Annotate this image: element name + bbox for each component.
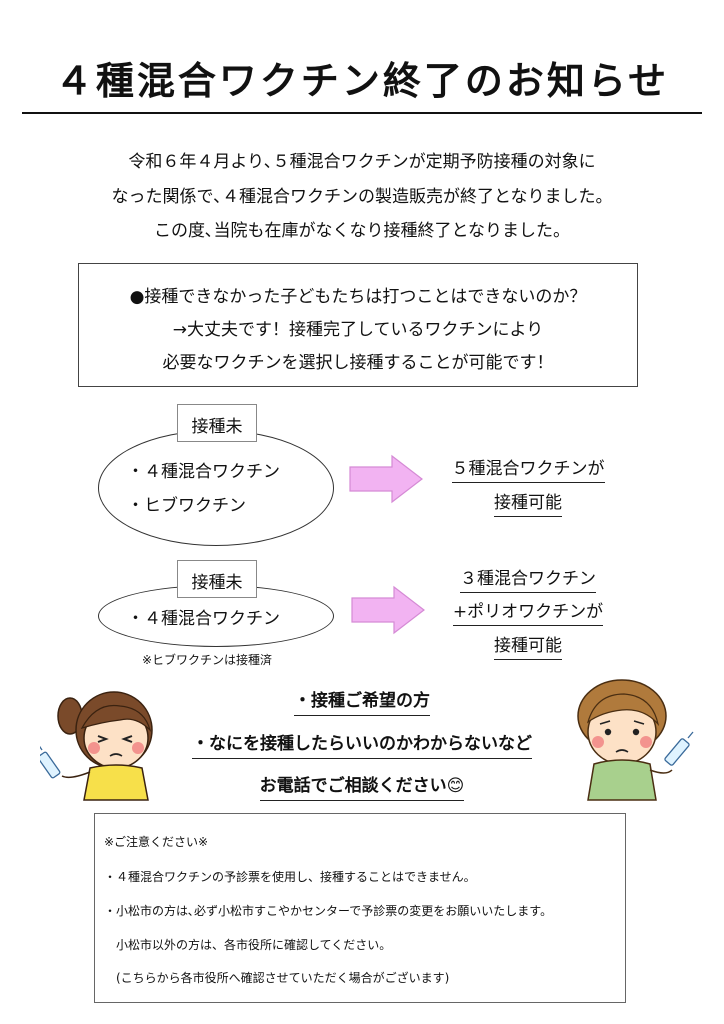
answer-line-2: 必要なワクチンを選択し接種することが可能です！ [162, 353, 554, 373]
caution-box [94, 813, 626, 1003]
case1-arrow-icon [349, 454, 423, 504]
case2-item-1: ・４種混合ワクチン [127, 609, 280, 629]
title-underline [22, 112, 702, 114]
question-box [78, 263, 638, 387]
girl-illustration-icon [40, 691, 153, 801]
case2-note: ※ヒブワクチンは接種済 [142, 653, 273, 667]
question-text: ●接種できなかった子どもたちは打つことはできないのか？ [129, 287, 587, 307]
intro-line-1: 令和６年４月より､５種混合ワクチンが定期予防接種の対象に [128, 152, 596, 172]
case1-item-1: ・４種混合ワクチン [127, 462, 280, 482]
contact-line-1: ・接種ご希望の方 [170, 686, 554, 716]
caution-line-3: 小松市以外の方は、各市役所に確認してください。 [116, 938, 392, 952]
caution-line-2: ・小松市の方は､必ず小松市すこやかセンターで予診票の変更をお願いいたします。 [104, 904, 553, 918]
case1-oval [98, 430, 334, 546]
case1-tag: 接種未 [177, 404, 257, 442]
page-title: ４種混合ワクチン終了のお知らせ [54, 59, 670, 103]
boy-illustration-icon [577, 679, 694, 801]
contact-line-2: ・なにを接種したらいいのかわからないなど [150, 729, 574, 759]
case2-result-line-1: ３種混合ワクチン [430, 564, 626, 593]
caution-line-4: (こちらから各市役所へ確認させていただく場合がございます) [116, 971, 450, 985]
case2-result-line-2: +ポリオワクチンが [430, 597, 626, 626]
intro-line-2: なった関係で､４種混合ワクチンの製造販売が終了となりました。 [111, 187, 613, 207]
case2-tag: 接種未 [177, 560, 257, 598]
caution-line-1: ・４種混合ワクチンの予診票を使用し、接種することはできません。 [104, 870, 476, 884]
case2-arrow-icon [351, 585, 425, 635]
case2-result-line-3: 接種可能 [430, 631, 626, 660]
smile-emoji-icon: 😊 [446, 776, 465, 796]
case1-result-line-1: ５種混合ワクチンが [430, 454, 626, 483]
case1-item-2: ・ヒブワクチン [127, 496, 246, 516]
contact-line-3: お電話でご相談ください😊 [170, 771, 554, 801]
case1-result-line-2: 接種可能 [430, 488, 626, 517]
intro-line-3: この度､当院も在庫がなくなり接種終了となりました。 [154, 221, 570, 241]
answer-line-1: →大丈夫です！接種完了しているワクチンにより [172, 320, 544, 340]
caution-heading: ※ご注意ください※ [104, 835, 209, 849]
